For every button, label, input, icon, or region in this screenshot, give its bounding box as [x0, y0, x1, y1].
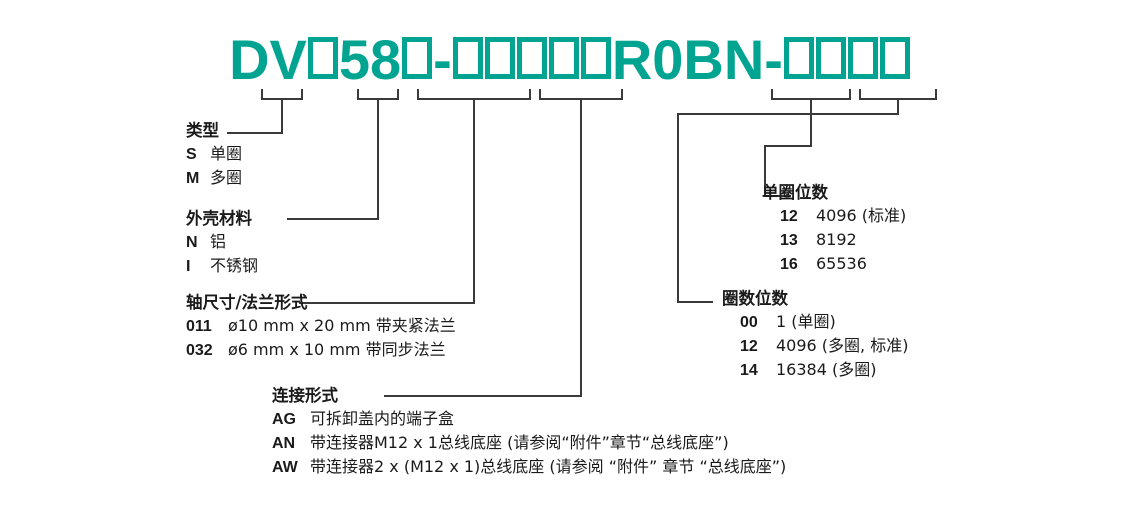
option-value: 65536: [816, 254, 867, 273]
legend-row: 14 16384 (多圈): [740, 358, 908, 382]
legend-housing-title: 外壳材料: [186, 209, 252, 228]
code-placeholder-box: [580, 37, 611, 79]
option-value: 带连接器M12 x 1总线底座 (请参阅“附件”章节“总线底座”): [310, 433, 729, 452]
code-placeholder-box: [548, 37, 579, 79]
leader-shaft: [299, 98, 475, 304]
option-key: 12: [740, 338, 758, 355]
code-placeholder-box: [402, 37, 433, 79]
option-key: 16: [780, 256, 798, 273]
code-placeholder-box: [452, 37, 483, 79]
option-value: ø10 mm x 20 mm 带夹紧法兰: [228, 316, 456, 335]
bracket-singleturn: [771, 89, 851, 100]
option-key: 00: [740, 314, 758, 331]
legend-singleturn-title: 单圈位数: [762, 183, 828, 202]
bracket-turns: [859, 89, 937, 100]
option-key: M: [186, 170, 200, 187]
legend-row: AN 带连接器M12 x 1总线底座 (请参阅“附件”章节“总线底座”): [272, 431, 786, 455]
legend-turns-bits: 圈数位数 00 1 (单圈) 12 4096 (多圈, 标准) 14 16384 (多…: [722, 288, 908, 382]
legend-connection-title: 连接形式: [272, 386, 338, 405]
option-value: ø6 mm x 10 mm 带同步法兰: [228, 340, 446, 359]
legend-row: 12 4096 (标准): [780, 204, 906, 228]
option-value: 16384 (多圈): [776, 360, 877, 379]
legend-turns-title: 圈数位数: [722, 289, 788, 308]
code-literal: R0BN-: [611, 28, 783, 91]
legend-type-title: 类型: [186, 121, 219, 140]
option-key: 14: [740, 362, 758, 379]
option-value: 铝: [210, 232, 227, 251]
legend-shaft-title: 轴尺寸/法兰形式: [186, 293, 308, 312]
option-value: 1 (单圈): [776, 312, 836, 331]
option-value: 4096 (标准): [816, 206, 907, 225]
option-key: AG: [272, 411, 296, 428]
option-key: AW: [272, 459, 298, 476]
legend-connection-rows: AG 可拆卸盖内的端子盒 AN 带连接器M12 x 1总线底座 (请参阅“附件”章节…: [272, 407, 786, 479]
option-value: 多圈: [210, 168, 243, 187]
code-literal: 58: [338, 28, 402, 91]
bracket-type: [261, 89, 303, 100]
legend-row: 011 ø10 mm x 20 mm 带夹紧法兰: [186, 314, 456, 338]
option-key: 032: [186, 342, 213, 359]
option-key: N: [186, 234, 198, 251]
option-key: 011: [186, 318, 212, 335]
legend-row: 13 8192: [780, 228, 906, 252]
legend-shaft-flange: 轴尺寸/法兰形式 011 ø10 mm x 20 mm 带夹紧法兰 032 ø6 m…: [186, 292, 456, 362]
option-value: 单圈: [210, 144, 243, 163]
code-literal: -: [433, 28, 452, 91]
product-code-string: DV 58- R0BN-: [0, 30, 1140, 90]
option-key: I: [186, 258, 191, 275]
option-key: S: [186, 146, 197, 163]
option-key: 13: [780, 232, 798, 249]
code-placeholder-box: [815, 37, 846, 79]
legend-type: 类型 S 单圈 M 多圈: [186, 120, 242, 190]
code-placeholder-box: [307, 37, 338, 79]
bracket-shaft: [417, 89, 531, 100]
option-value: 可拆卸盖内的端子盒: [310, 409, 455, 428]
legend-row: 12 4096 (多圈, 标准): [740, 334, 908, 358]
code-placeholder-box: [879, 37, 910, 79]
legend-shaft-rows: 011 ø10 mm x 20 mm 带夹紧法兰 032 ø6 mm x 10 mm…: [186, 314, 456, 362]
code-placeholder-box: [516, 37, 547, 79]
code-placeholder-box: [484, 37, 515, 79]
leader-type: [249, 98, 283, 134]
code-placeholder-box: [783, 37, 814, 79]
legend-turns-rows: 00 1 (单圈) 12 4096 (多圈, 标准) 14 16384 (多圈): [722, 310, 908, 382]
legend-connection-type: 连接形式 AG 可拆卸盖内的端子盒 AN 带连接器M12 x 1总线底座 (请参阅“…: [272, 385, 786, 479]
legend-row: AW 带连接器2 x (M12 x 1)总线底座 (请参阅 “附件” 章节 “总线…: [272, 455, 786, 479]
legend-row: S 单圈: [186, 142, 242, 166]
legend-singleturn-rows: 12 4096 (标准) 13 8192 16 65536: [762, 204, 906, 276]
legend-row: AG 可拆卸盖内的端子盒: [272, 407, 786, 431]
legend-row: 00 1 (单圈): [740, 310, 908, 334]
legend-row: 032 ø6 mm x 10 mm 带同步法兰: [186, 338, 456, 362]
code-literal: DV: [229, 28, 307, 91]
option-value: 不锈钢: [210, 256, 259, 275]
code-placeholder-box: [847, 37, 878, 79]
bracket-housing: [357, 89, 399, 100]
legend-row: 16 65536: [780, 252, 906, 276]
legend-singleturn-bits: 单圈位数 12 4096 (标准) 13 8192 16 65536: [762, 182, 906, 276]
option-key: AN: [272, 435, 296, 452]
bracket-connection: [539, 89, 623, 100]
legend-type-rows: S 单圈 M 多圈: [186, 142, 242, 190]
legend-row: M 多圈: [186, 166, 242, 190]
option-value: 带连接器2 x (M12 x 1)总线底座 (请参阅 “附件” 章节 “总线底座…: [310, 457, 787, 476]
leader-housing: [287, 98, 379, 220]
option-value: 8192: [816, 230, 857, 249]
legend-row: I 不锈钢: [186, 254, 258, 278]
option-value: 4096 (多圈, 标准): [776, 336, 909, 355]
option-key: 12: [780, 208, 798, 225]
